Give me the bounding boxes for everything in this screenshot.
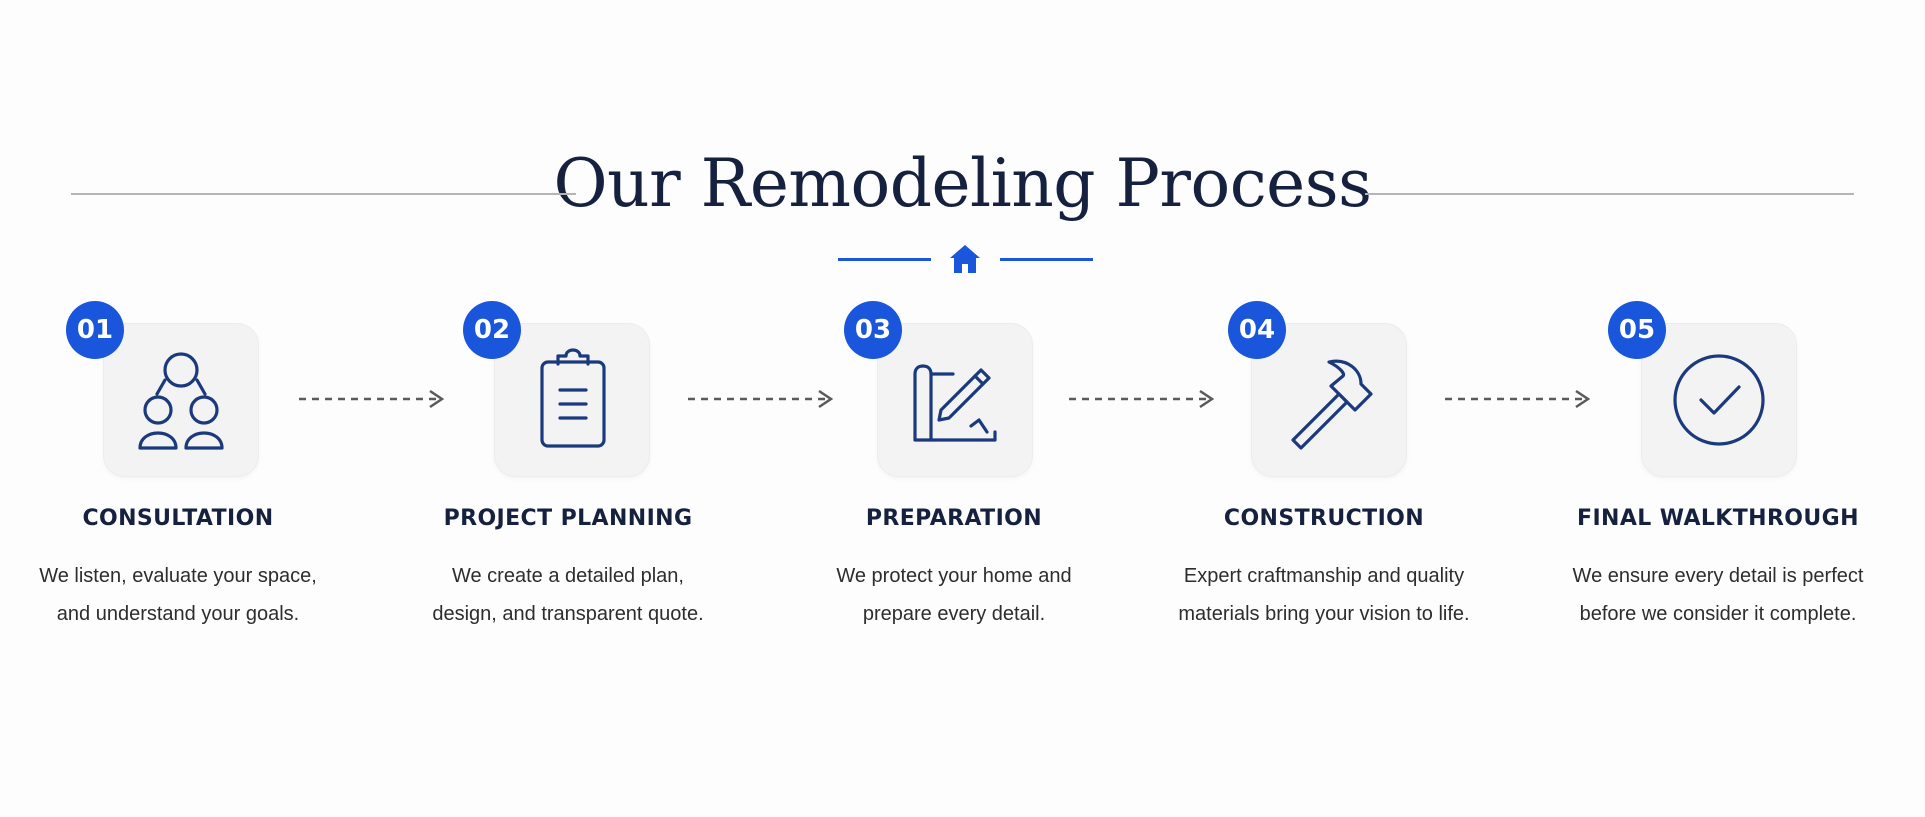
arrow-icon xyxy=(688,389,834,409)
step-badge-1: 01 xyxy=(66,301,124,359)
accent-line-right xyxy=(1000,258,1093,261)
clipboard-icon xyxy=(540,348,606,448)
arrow-icon xyxy=(1445,389,1591,409)
step-badge-5: 05 xyxy=(1608,301,1666,359)
step-title-project-planning: PROJECT PLANNING xyxy=(443,506,693,531)
step-badge-2: 02 xyxy=(463,301,521,359)
step-desc-line: before we consider it complete. xyxy=(1579,603,1857,625)
step-desc-project-planning: We create a detailed plan, design, and t… xyxy=(398,557,738,633)
step-desc-construction: Expert craftmanship and quality material… xyxy=(1154,557,1494,633)
step-desc-preparation: We protect your home and prepare every d… xyxy=(784,557,1124,633)
step-desc-final-walkthrough: We ensure every detail is perfect before… xyxy=(1548,557,1888,633)
people-group-icon xyxy=(138,352,224,450)
step-title-construction: CONSTRUCTION xyxy=(1223,506,1425,531)
step-desc-line: prepare every detail. xyxy=(862,603,1046,625)
step-desc-line: We ensure every detail is perfect xyxy=(1572,565,1864,587)
page-title: Our Remodeling Process xyxy=(553,145,1372,222)
step-card-consultation xyxy=(103,323,259,477)
check-circle-icon xyxy=(1673,354,1765,446)
step-title-consultation: CONSULTATION xyxy=(82,506,274,531)
accent-line-left xyxy=(838,258,931,261)
step-card-preparation xyxy=(877,323,1033,477)
house-icon xyxy=(950,245,980,273)
step-desc-line: We listen, evaluate your space, xyxy=(39,565,317,587)
step-desc-consultation: We listen, evaluate your space, and unde… xyxy=(8,557,348,633)
step-title-final-walkthrough: FINAL WALKTHROUGH xyxy=(1577,506,1859,531)
step-desc-line: We create a detailed plan, xyxy=(451,565,684,587)
step-desc-line: Expert craftmanship and quality xyxy=(1183,565,1465,587)
step-desc-line: materials bring your vision to life. xyxy=(1178,603,1470,625)
title-rule-right xyxy=(1365,193,1854,195)
step-desc-line: We protect your home and xyxy=(836,565,1072,587)
step-desc-line: and understand your goals. xyxy=(56,603,300,625)
title-rule-left xyxy=(71,193,576,195)
blueprint-pencil-icon xyxy=(913,364,997,442)
hammer-icon xyxy=(1291,359,1373,450)
step-desc-line: design, and transparent quote. xyxy=(432,603,704,625)
step-title-preparation: PREPARATION xyxy=(865,506,1043,531)
step-card-project-planning xyxy=(494,323,650,477)
arrow-icon xyxy=(1069,389,1215,409)
step-card-final-walkthrough xyxy=(1641,323,1797,477)
step-badge-3: 03 xyxy=(844,301,902,359)
step-badge-4: 04 xyxy=(1228,301,1286,359)
arrow-icon xyxy=(299,389,445,409)
